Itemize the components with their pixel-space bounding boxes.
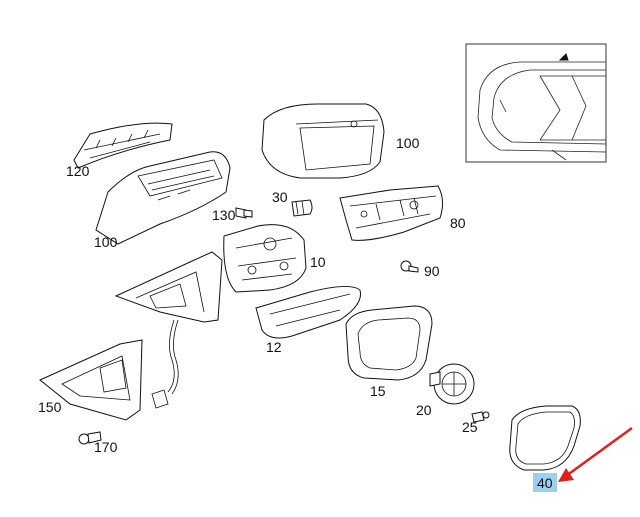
mirror-marker-icon xyxy=(558,53,569,61)
label-40: 40 xyxy=(537,475,553,491)
mirror-arm-assembly xyxy=(114,251,223,395)
label-170: 170 xyxy=(94,439,118,455)
part-40-mirror-glass xyxy=(509,405,581,471)
part-170-screw: 170 xyxy=(78,431,118,455)
part-20-motor: 20 xyxy=(416,363,475,418)
label-25: 25 xyxy=(462,419,478,435)
label-100-top: 100 xyxy=(396,135,420,151)
part-90-screw: 90 xyxy=(400,260,440,279)
label-80: 80 xyxy=(450,215,466,231)
label-90: 90 xyxy=(424,263,440,279)
label-10: 10 xyxy=(310,254,326,270)
part-150-trim: 150 xyxy=(38,339,169,421)
vehicle-inset xyxy=(465,43,607,163)
label-130: 130 xyxy=(212,207,236,223)
label-12: 12 xyxy=(266,339,282,355)
label-15: 15 xyxy=(370,383,386,399)
part-100-housing-top: 100 xyxy=(261,103,420,179)
part-25-screw: 25 xyxy=(462,411,490,435)
label-100-left: 100 xyxy=(94,234,118,250)
part-130-screw: 130 xyxy=(212,207,253,223)
part-100-housing-left: 100 xyxy=(94,151,231,250)
red-arrowhead-icon xyxy=(558,468,574,482)
part-80-bracket: 80 xyxy=(339,185,466,241)
part-12-lens: 12 xyxy=(255,286,362,355)
part-10-base: 10 xyxy=(223,224,326,293)
red-arrow-icon xyxy=(565,426,633,478)
label-40-highlight xyxy=(533,473,557,492)
part-120-trim: 120 xyxy=(66,122,173,179)
part-15-frame: 15 xyxy=(345,305,433,399)
highlighted-part-40-callout: 40 xyxy=(533,426,633,492)
part-30-bulb: 30 xyxy=(272,189,313,217)
label-30: 30 xyxy=(272,189,288,205)
label-20: 20 xyxy=(416,402,432,418)
label-150: 150 xyxy=(38,399,62,415)
label-120: 120 xyxy=(66,163,90,179)
